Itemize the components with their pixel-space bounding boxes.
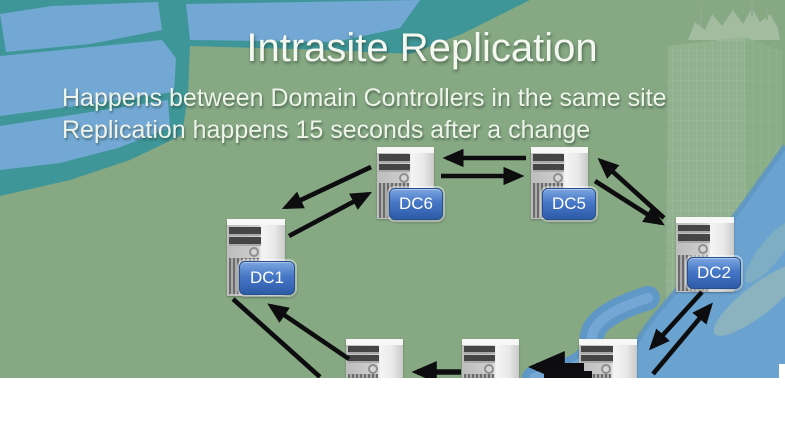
slide-title: Intrasite Replication [246,26,598,70]
rooftop-antenna-array [688,8,780,40]
subtitle-line-1: Happens between Domain Controllers in th… [62,84,667,112]
label-dc6: DC6 [389,188,443,220]
arrow-dc6-to-dc1 [281,164,372,210]
right-edge-sliver [779,364,785,378]
map-fields [0,0,420,170]
water-highlight [713,264,785,336]
label-dc5: DC5 [542,188,596,220]
arrow-dc2-to-bottomright [648,290,704,351]
arrow-dc1-to-bottomleft [231,297,322,379]
arrow-bottomleft-to-dc1 [267,303,351,361]
subtitle-line-2: Replication happens 15 seconds after a c… [62,116,591,144]
arrow-bottomright-to-dc2 [651,302,713,376]
letterbox-bottom [0,378,785,427]
arrow-dc5-to-dc2 [593,179,665,226]
arrow-shaft-fragment [544,371,592,378]
arrow-dc1-to-dc6 [287,191,373,239]
label-dc2: DC2 [687,257,741,289]
label-dc1: DC1 [239,261,295,295]
